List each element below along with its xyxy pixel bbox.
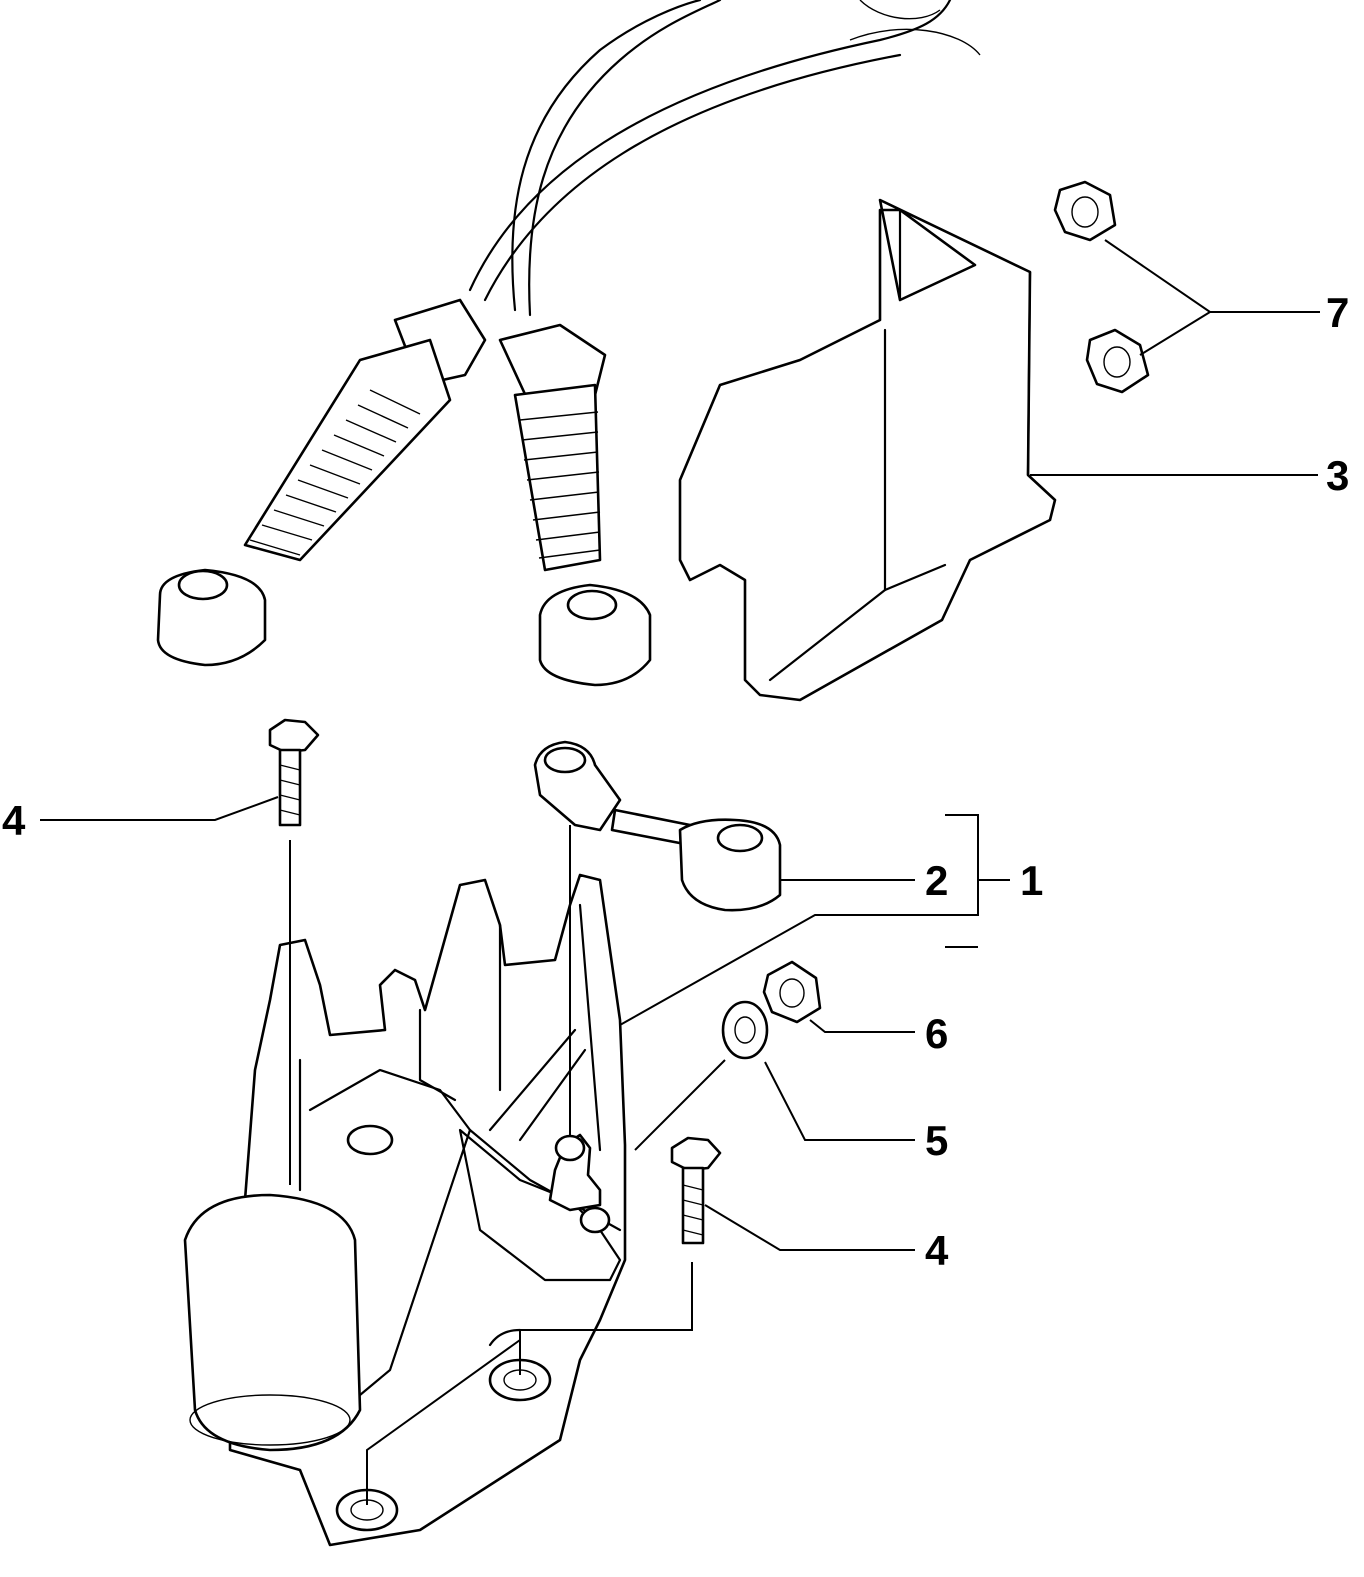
washer xyxy=(721,1000,769,1060)
callout-6: 6 xyxy=(925,1010,948,1057)
nut-pair xyxy=(1053,180,1150,394)
callout-5: 5 xyxy=(925,1117,948,1164)
bolt-upper xyxy=(268,718,320,827)
callout-7: 7 xyxy=(1326,289,1349,336)
nut-single xyxy=(762,960,822,1024)
leader-lines xyxy=(40,239,1320,1505)
linkage-rod xyxy=(533,740,782,912)
callout-4-upper: 4 xyxy=(2,797,26,844)
gearshift-cables xyxy=(156,0,981,687)
callout-4-lower: 4 xyxy=(925,1227,949,1274)
bolt-lower xyxy=(670,1136,722,1245)
cover-shield xyxy=(678,198,1057,702)
callout-1: 1 xyxy=(1020,857,1043,904)
callout-labels: 1 2 3 4 4 5 6 7 xyxy=(2,289,1349,1274)
gearshift-bracket xyxy=(183,873,627,1547)
callout-2: 2 xyxy=(925,857,948,904)
callout-3: 3 xyxy=(1326,452,1349,499)
